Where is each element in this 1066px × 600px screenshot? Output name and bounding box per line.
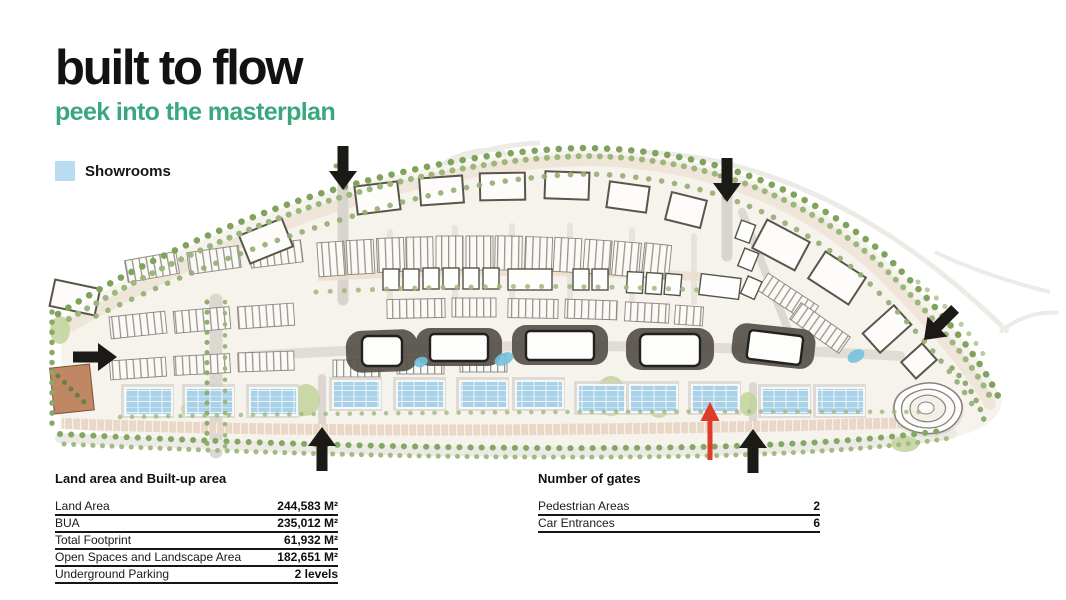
showroom-building	[629, 384, 678, 413]
table-title: Number of gates	[538, 471, 641, 486]
legend: Showrooms	[55, 161, 171, 181]
land-area-table: Land area and Built-up area Land Area 24…	[55, 471, 338, 584]
car-entrance-arrow	[329, 146, 357, 190]
table-row: Car Entrances 6	[538, 516, 820, 533]
showroom-building	[332, 380, 381, 409]
showroom-building	[249, 387, 298, 416]
showroom-building	[459, 380, 508, 409]
table-row: Open Spaces and Landscape Area 182,651 M…	[55, 550, 338, 567]
showroom-building	[691, 384, 740, 413]
highlight-arrow	[700, 402, 720, 460]
buildings-layer	[48, 170, 939, 415]
table-row: Land Area 244,583 M²	[55, 499, 338, 516]
page-title: built to flow	[55, 41, 303, 95]
table-title: Land area and Built-up area	[55, 471, 227, 486]
header: built to flow peek into the masterplan	[55, 41, 336, 126]
showroom-building	[396, 380, 445, 409]
showroom-building	[124, 387, 173, 416]
terracotta-block	[49, 363, 95, 415]
red-highlight-arrow	[707, 418, 713, 460]
page-subtitle: peek into the masterplan	[55, 98, 336, 126]
trees-layer	[49, 144, 1003, 460]
table-row: Pedestrian Areas 2	[538, 499, 820, 516]
table-row: Total Footprint 61,932 M²	[55, 533, 338, 550]
showrooms-swatch-icon	[55, 161, 75, 181]
gates-table: Number of gates Pedestrian Areas 2 Car E…	[538, 471, 820, 533]
landmark-stadium	[892, 382, 964, 437]
central-halls	[345, 323, 865, 373]
table-row: Underground Parking 2 levels	[55, 567, 338, 584]
water-features	[414, 349, 865, 368]
legend-label: Showrooms	[85, 162, 171, 180]
table-row: BUA 235,012 M²	[55, 516, 338, 533]
showroom-building	[577, 384, 626, 413]
showroom-building	[515, 380, 564, 409]
